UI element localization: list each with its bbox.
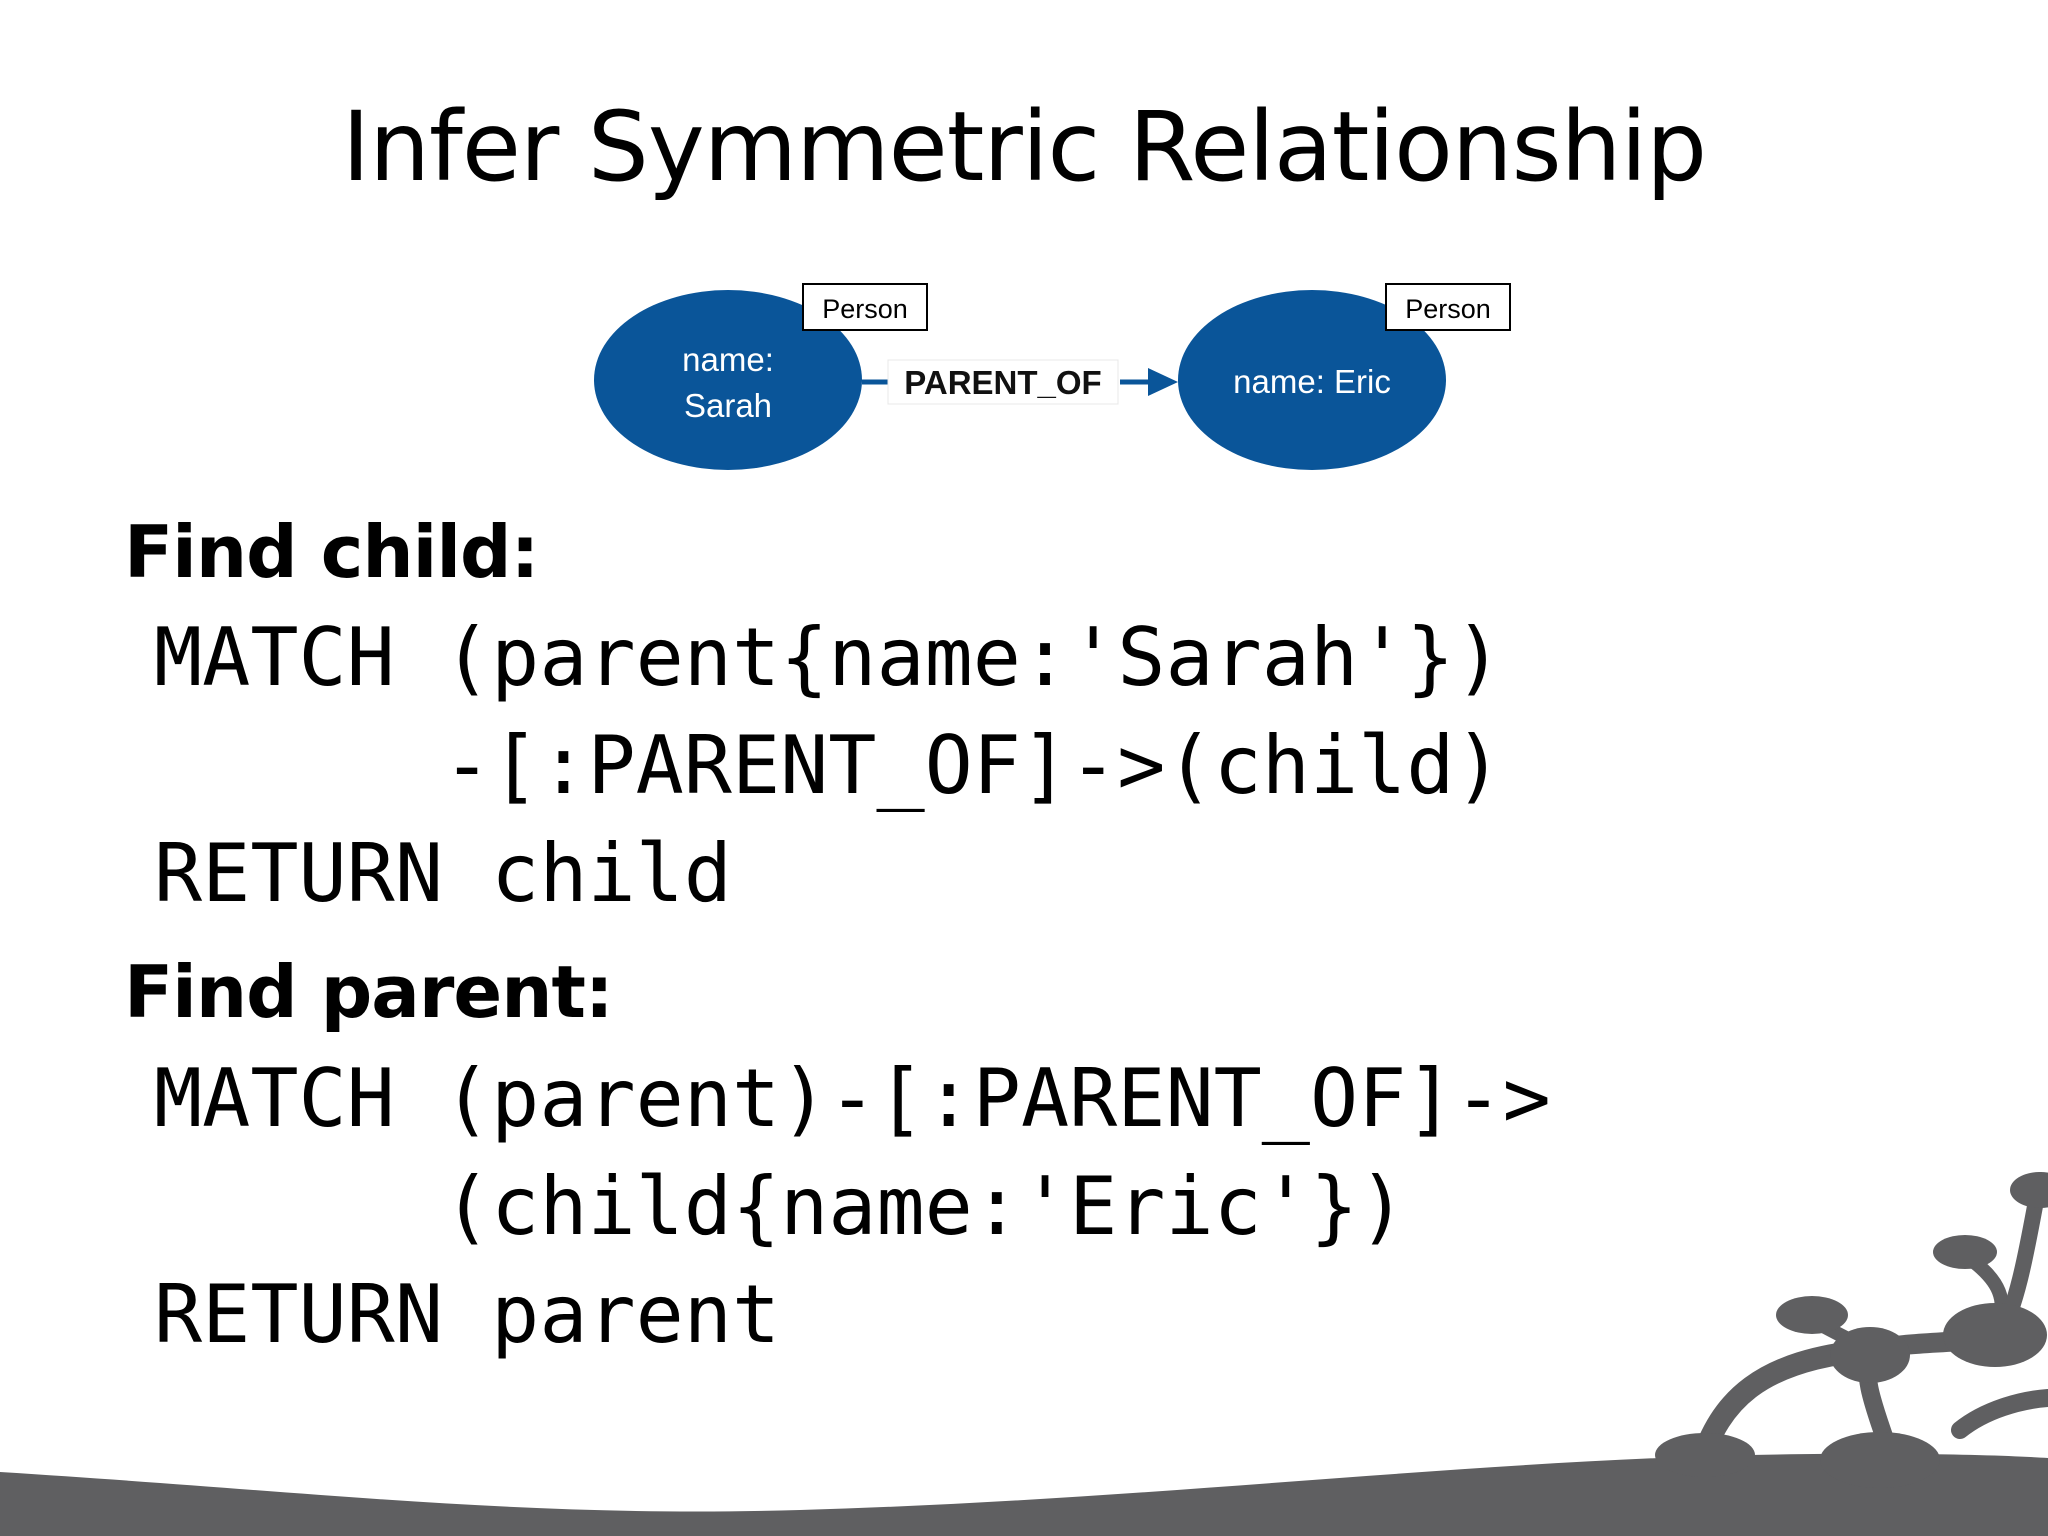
- relationship-label: PARENT_OF: [904, 364, 1101, 401]
- code-line: RETURN child: [154, 827, 732, 920]
- relationship-arrowhead: [1148, 368, 1178, 396]
- node-eric-badge-label: Person: [1405, 294, 1491, 324]
- node-eric-badge: [1385, 283, 1511, 331]
- code-line: RETURN parent: [154, 1268, 781, 1361]
- relationship-label-bg: [887, 359, 1119, 405]
- node-sarah-text-line1: name:: [682, 341, 774, 378]
- slide-title: Infer Symmetric Relationship: [341, 91, 1707, 203]
- node-sarah-badge: [802, 283, 928, 331]
- tree-nodes: [1655, 1172, 2048, 1488]
- code-line: -[:PARENT_OF]->(child): [154, 719, 1503, 812]
- section-heading-find-child: Find child:: [124, 510, 539, 594]
- node-sarah: [594, 290, 862, 470]
- footer-wave: [0, 1453, 2048, 1536]
- code-line: MATCH (parent)-[:PARENT_OF]->: [154, 1052, 1551, 1145]
- node-eric: [1178, 290, 1446, 470]
- code-block-find-parent: MATCH (parent)-[:PARENT_OF]-> (child{nam…: [154, 1045, 1551, 1369]
- graph-diagram: name: Sarah Person PARENT_OF name: Eric …: [594, 283, 1511, 470]
- code-block-find-child: MATCH (parent{name:'Sarah'}) -[:PARENT_O…: [154, 604, 1503, 928]
- node-eric-text-line1: name: Eric: [1233, 363, 1391, 400]
- node-sarah-badge-label: Person: [822, 294, 908, 324]
- section-heading-find-parent: Find parent:: [124, 950, 614, 1034]
- node-sarah-text-line2: Sarah: [684, 387, 772, 424]
- code-line: (child{name:'Eric'}): [154, 1160, 1407, 1253]
- code-line: MATCH (parent{name:'Sarah'}): [154, 611, 1503, 704]
